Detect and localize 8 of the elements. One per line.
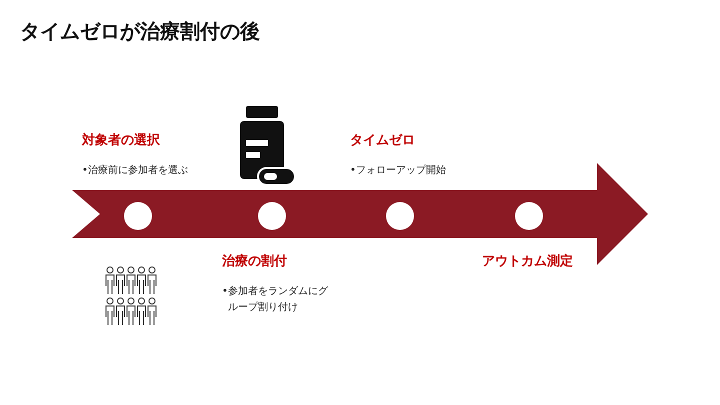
bullet-text: •フォローアップ開始: [350, 164, 447, 178]
page-title: タイムゼロが治療割付の後: [20, 18, 260, 45]
milestone-heading: 治療の割付: [222, 252, 287, 270]
milestone-heading: アウトカム測定: [482, 252, 573, 270]
milestone-heading: 対象者の選択: [82, 132, 160, 149]
milestone-heading: タイムゼロ: [350, 132, 415, 149]
bullet-text: •治療前に参加者を選ぶ: [82, 164, 189, 178]
bullet-text: •参加者をランダムにグループ割り付け: [222, 284, 329, 315]
